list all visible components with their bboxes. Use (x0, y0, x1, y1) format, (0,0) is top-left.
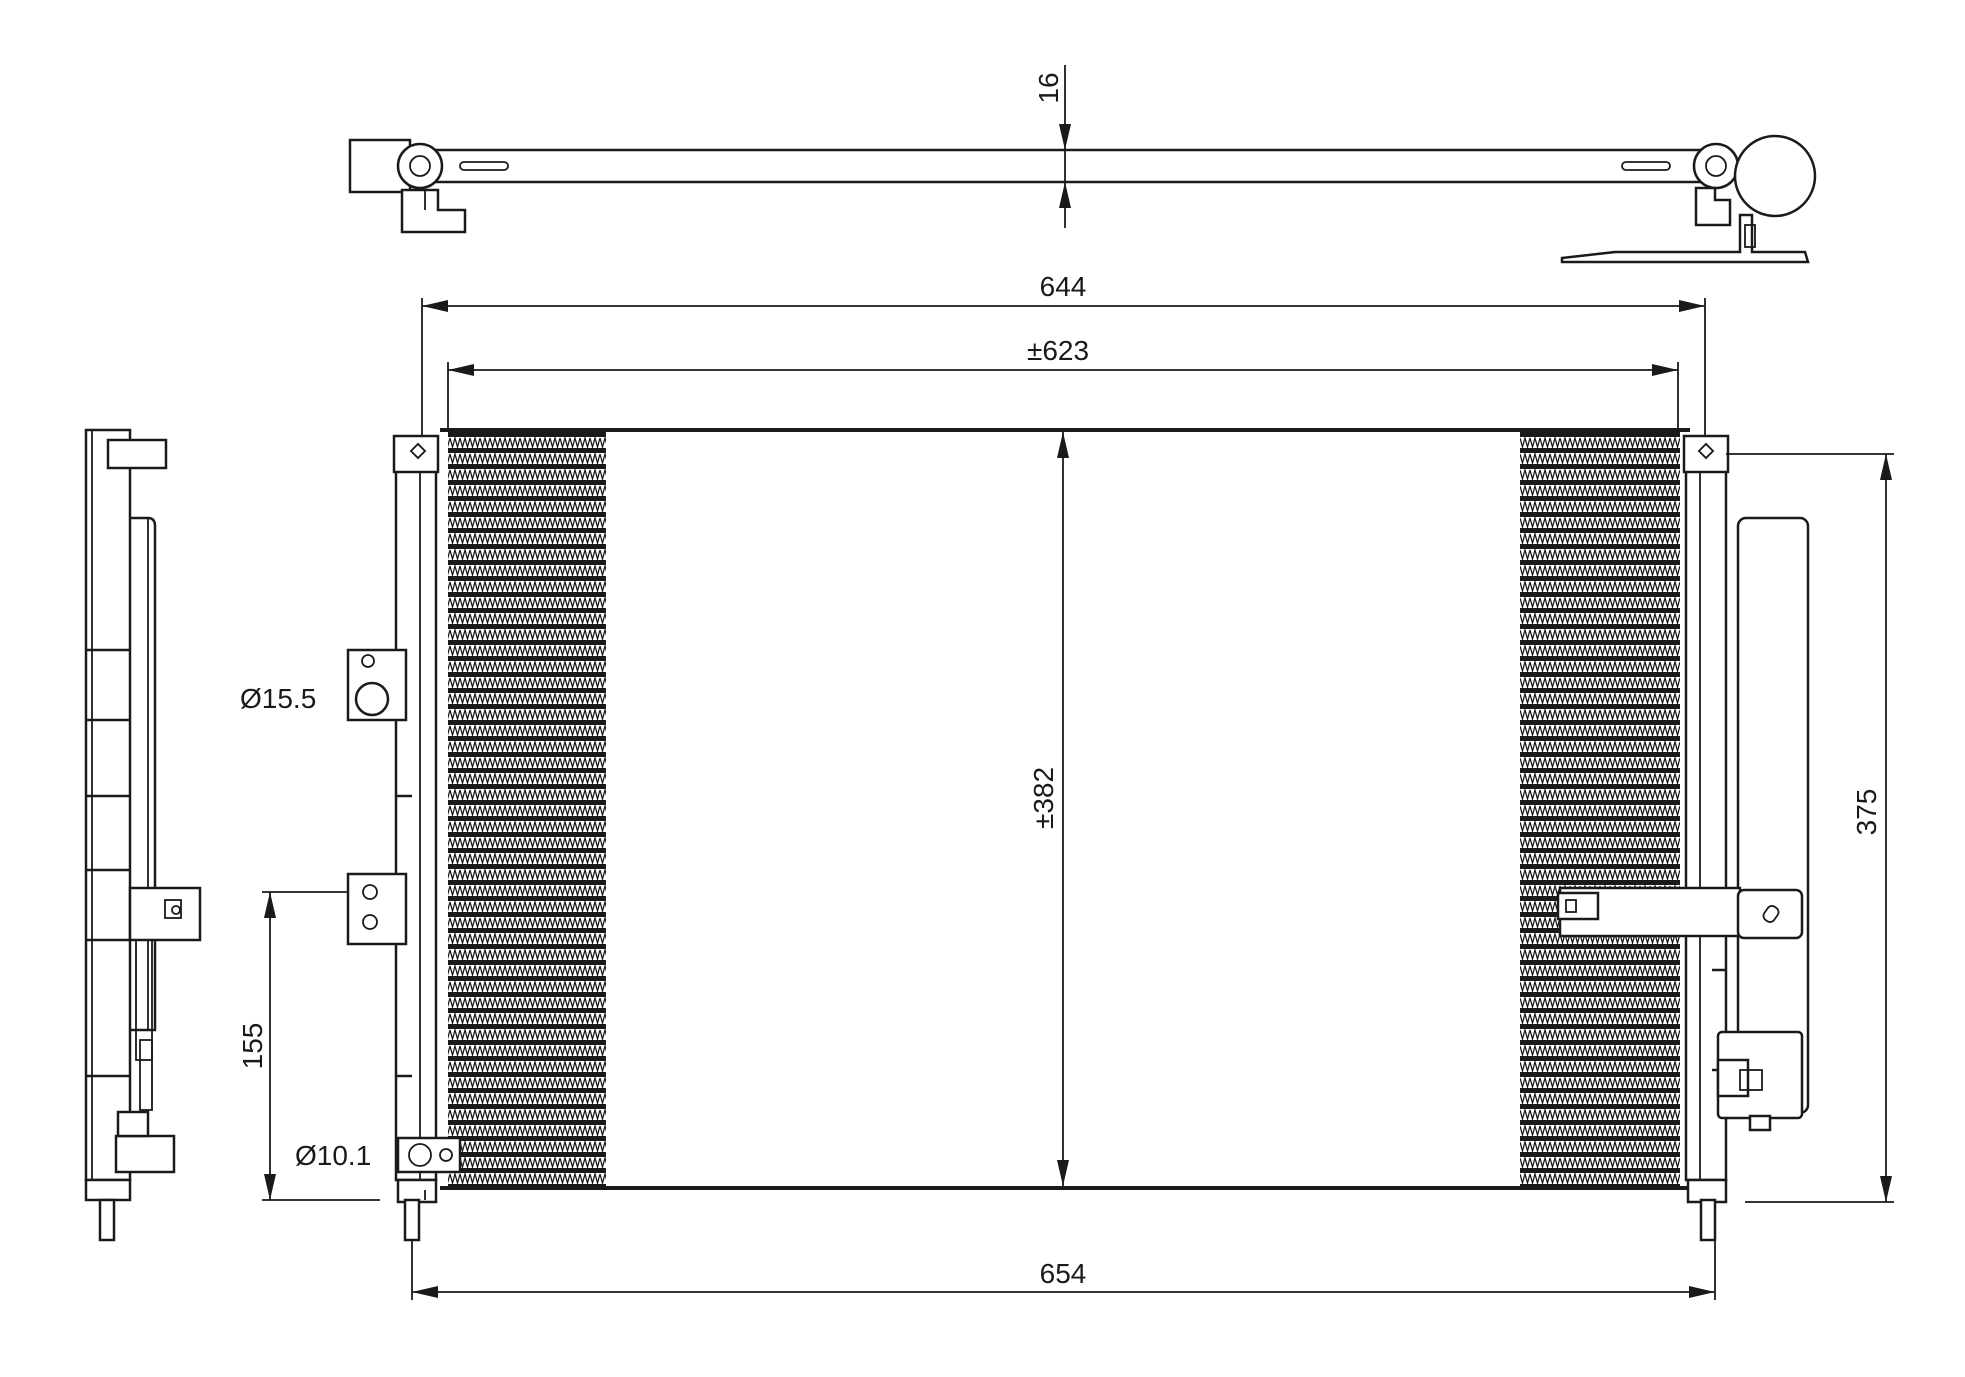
top-view-right-slot (1621, 161, 1671, 171)
receiver-drier (1736, 516, 1810, 1115)
dimension-height-total: 375 (1851, 789, 1882, 836)
dimension-bracket-height: 155 (237, 1023, 268, 1070)
top-view-receiver-drier (1733, 134, 1817, 218)
side-view (84, 428, 202, 1242)
top-view-right-tank (1692, 142, 1740, 190)
dimension-pipe-upper: Ø15.5 (240, 683, 316, 714)
dimension-width-total: 654 (1040, 1258, 1087, 1289)
core-fins-right (1520, 432, 1680, 1186)
lower-pipe-fitting (396, 1136, 462, 1174)
side-view-body (84, 428, 132, 1182)
top-view-bracket (1560, 213, 1810, 264)
top-view-left-tank (396, 142, 444, 190)
dimension-height-core: ±382 (1028, 767, 1059, 829)
core-fins-left (448, 432, 606, 1186)
top-view-left-slot (459, 161, 509, 171)
dimension-pipe-lower: Ø10.1 (295, 1140, 371, 1171)
front-view: 644 ±623 Ø15.5 (237, 271, 1894, 1300)
middle-bracket-block (346, 872, 408, 946)
dimension-width-outer: 644 (1040, 271, 1087, 302)
left-header-tank (394, 438, 438, 1182)
top-view: 16 (348, 65, 1817, 264)
top-view-left-foot (400, 188, 467, 234)
dimension-top-thickness: 16 (1033, 72, 1064, 103)
dimension-width-core: ±623 (1027, 335, 1089, 366)
